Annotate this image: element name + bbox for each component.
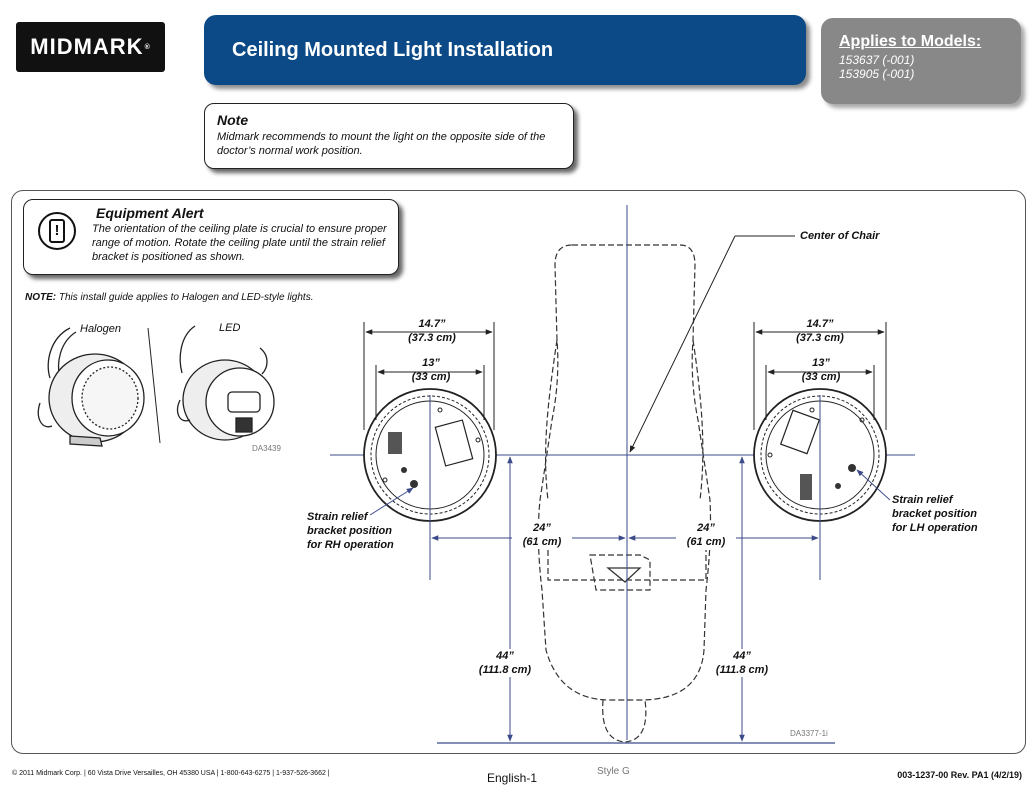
depth-dimensions xyxy=(507,456,745,742)
logo-registered-mark: ® xyxy=(144,43,151,51)
left-outer-dimension: 14.7”(37.3 cm) xyxy=(408,318,456,344)
midmark-logo: MIDMARK® xyxy=(16,22,165,72)
right-plate-dimensions xyxy=(753,322,887,430)
footer-doc-number: 003-1237-00 Rev. PA1 (4/2/19) xyxy=(897,770,1022,780)
equipment-alert-box: ! Equipment Alert The orientation of the… xyxy=(23,199,399,275)
right-offset-dimension: 24”(61 cm) xyxy=(676,521,736,549)
diagram-figure-code: DA3377-1i xyxy=(790,729,828,738)
applies-to-heading: Applies to Models: xyxy=(839,33,982,50)
halogen-label: Halogen xyxy=(80,323,121,335)
chair-outline xyxy=(537,244,712,743)
led-label: LED xyxy=(219,322,241,334)
install-note-text: This install guide applies to Halogen an… xyxy=(58,292,314,303)
install-note-label: NOTE: xyxy=(25,292,57,303)
right-depth-dimension: 44”(111.8 cm) xyxy=(706,649,778,677)
page-title: Ceiling Mounted Light Installation xyxy=(232,39,554,61)
alert-text: The orientation of the ceiling plate is … xyxy=(92,223,387,263)
warning-exclamation-icon: ! xyxy=(38,212,76,250)
lights-figure-code: DA3439 xyxy=(252,444,281,453)
halogen-light-illustration xyxy=(37,327,145,447)
note-text: Midmark recommends to mount the light on… xyxy=(217,131,546,157)
applies-to-models-box: Applies to Models: 153637 (-001) 153905 … xyxy=(821,18,1021,104)
led-light-illustration xyxy=(176,325,275,441)
alert-heading: Equipment Alert xyxy=(96,205,204,221)
install-note: NOTE: This install guide applies to Halo… xyxy=(25,292,313,303)
center-leader-arrow xyxy=(629,235,736,453)
right-outer-dimension: 14.7”(37.3 cm) xyxy=(796,318,844,344)
footer-company-info: © 2011 Midmark Corp. | 60 Vista Drive Ve… xyxy=(12,770,330,777)
title-banner: Ceiling Mounted Light Installation xyxy=(204,15,806,85)
right-inner-dimension: 13”(33 cm) xyxy=(801,357,841,383)
footer-style: Style G xyxy=(597,766,630,777)
footer-page-language: English-1 xyxy=(487,771,538,785)
divider xyxy=(147,327,161,444)
light-illustrations xyxy=(37,325,275,447)
model-number: 153905 (-001) xyxy=(839,67,915,81)
left-offset-dimension: 24”(61 cm) xyxy=(512,521,572,549)
note-heading: Note xyxy=(217,112,249,128)
note-box: Note Midmark recommends to mount the lig… xyxy=(204,103,574,169)
rh-callout-leader xyxy=(369,487,414,516)
left-plate-dimensions xyxy=(363,322,495,430)
right-ceiling-plate xyxy=(753,388,887,580)
chair-headrest-mark xyxy=(606,567,642,583)
model-number: 153637 (-001) xyxy=(839,53,915,67)
lh-callout-leader xyxy=(856,469,891,501)
left-ceiling-plate xyxy=(363,388,497,580)
installation-panel xyxy=(11,190,1026,754)
left-depth-dimension: 44”(111.8 cm) xyxy=(470,649,540,677)
logo-text: MIDMARK xyxy=(30,34,144,59)
left-inner-dimension: 13”(33 cm) xyxy=(411,357,451,383)
center-of-chair-label: Center of Chair xyxy=(800,230,880,242)
